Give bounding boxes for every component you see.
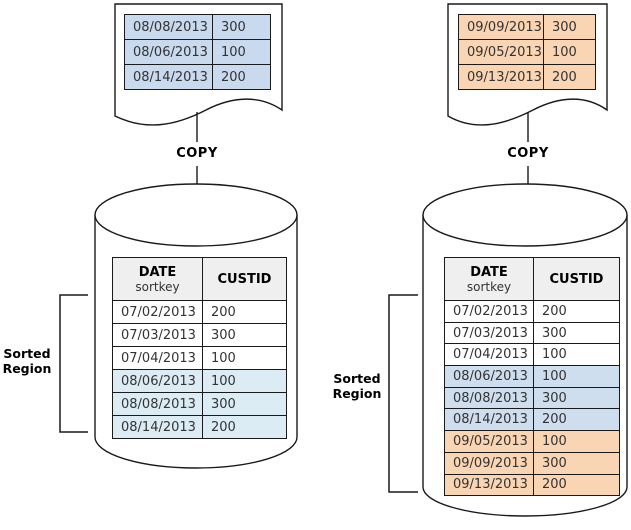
date-cell: 07/04/2013	[444, 343, 534, 367]
date-cell: 07/04/2013	[112, 346, 203, 370]
custid-cell: 200	[543, 64, 596, 90]
sorted-region-label-right: Sorted Region	[330, 371, 384, 401]
table-row: 09/05/2013 100	[458, 39, 596, 65]
table-row: 08/14/2013 200	[444, 408, 620, 432]
custid-cell: 300	[533, 386, 620, 410]
date-cell: 09/13/2013	[444, 473, 534, 497]
copy-label-right: COPY	[507, 146, 549, 161]
custid-cell: 200	[533, 408, 620, 432]
custid-cell: 300	[533, 451, 620, 475]
source-file-table-right: 09/09/2013 300 09/05/2013 100 09/13/2013…	[458, 14, 596, 90]
table-row: 09/05/2013 100	[444, 430, 620, 453]
table-row: 09/13/2013 200	[458, 64, 596, 90]
sorted-region-label-line2: Region	[2, 361, 52, 376]
custid-cell: 100	[533, 343, 620, 367]
custid-cell: 200	[533, 473, 620, 497]
date-cell: 07/02/2013	[444, 300, 534, 323]
sorted-region-label-line2: Region	[332, 386, 382, 401]
date-cell: 08/06/2013	[124, 39, 213, 65]
database-table-left: DATE sortkey CUSTID 07/02/2013 200 07/03…	[112, 257, 287, 439]
date-header-label: DATE	[470, 264, 508, 280]
date-sortkey-header: DATE sortkey	[112, 257, 203, 301]
table-header-row: DATE sortkey CUSTID	[444, 257, 620, 301]
table-row: 08/06/2013 100	[444, 365, 620, 388]
date-cell: 09/05/2013	[458, 39, 544, 65]
table-row: 07/03/2013 300	[444, 321, 620, 345]
custid-cell: 300	[543, 14, 596, 40]
custid-cell: 100	[543, 39, 596, 65]
table-row: 07/02/2013 200	[444, 300, 620, 323]
table-row: 08/14/2013 200	[124, 64, 271, 90]
date-cell: 07/02/2013	[112, 300, 203, 324]
table-row: 08/08/2013 300	[124, 14, 271, 40]
table-row: 08/06/2013 100	[124, 39, 271, 65]
date-cell: 09/13/2013	[458, 64, 544, 90]
sortkey-header-label: sortkey	[135, 279, 180, 294]
custid-cell: 200	[212, 64, 271, 90]
table-row: 07/04/2013 100	[444, 343, 620, 367]
date-sortkey-header: DATE sortkey	[444, 257, 534, 301]
date-cell: 08/08/2013	[124, 14, 213, 40]
database-cylinder-left-top	[94, 183, 298, 247]
date-cell: 09/05/2013	[444, 430, 534, 453]
date-cell: 07/03/2013	[112, 323, 203, 347]
database-cylinder-right-top	[422, 183, 628, 247]
sorted-region-bracket-right	[388, 294, 418, 493]
table-row: 09/13/2013 200	[444, 473, 620, 497]
date-cell: 08/14/2013	[112, 415, 203, 439]
table-row: 07/02/2013 200	[112, 300, 287, 324]
custid-cell: 100	[533, 430, 620, 453]
copy-label-left: COPY	[176, 146, 218, 161]
custid-cell: 200	[202, 415, 287, 439]
custid-cell: 100	[202, 369, 287, 393]
date-cell: 08/14/2013	[124, 64, 213, 90]
table-row: 08/06/2013 100	[112, 369, 287, 393]
date-cell: 08/08/2013	[444, 386, 534, 410]
custid-header: CUSTID	[202, 257, 287, 301]
custid-cell: 300	[212, 14, 271, 40]
sorted-region-label-line1: Sorted	[3, 346, 51, 361]
sortkey-header-label: sortkey	[466, 279, 512, 294]
custid-cell: 100	[202, 346, 287, 370]
table-row: 09/09/2013 300	[444, 451, 620, 475]
table-row: 08/08/2013 300	[444, 386, 620, 410]
table-row: 07/04/2013 100	[112, 346, 287, 370]
custid-cell: 100	[533, 365, 620, 388]
table-row: 09/09/2013 300	[458, 14, 596, 40]
table-row: 07/03/2013 300	[112, 323, 287, 347]
sorted-region-label-left: Sorted Region	[0, 346, 54, 376]
custid-cell: 200	[533, 300, 620, 323]
source-file-table-left: 08/08/2013 300 08/06/2013 100 08/14/2013…	[124, 14, 271, 90]
date-cell: 07/03/2013	[444, 321, 534, 345]
date-cell: 09/09/2013	[458, 14, 544, 40]
date-cell: 08/06/2013	[444, 365, 534, 388]
sorted-region-label-line1: Sorted	[333, 371, 381, 386]
date-cell: 09/09/2013	[444, 451, 534, 475]
date-cell: 08/14/2013	[444, 408, 534, 432]
custid-cell: 200	[202, 300, 287, 324]
date-cell: 08/06/2013	[112, 369, 203, 393]
custid-header: CUSTID	[533, 257, 620, 301]
custid-cell: 300	[533, 321, 620, 345]
date-header-label: DATE	[138, 264, 177, 280]
custid-cell: 300	[202, 323, 287, 347]
table-header-row: DATE sortkey CUSTID	[112, 257, 287, 301]
database-table-right: DATE sortkey CUSTID 07/02/2013 200 07/03…	[444, 257, 620, 497]
sorted-region-bracket-left	[59, 294, 88, 433]
date-cell: 08/08/2013	[112, 392, 203, 416]
custid-cell: 300	[202, 392, 287, 416]
table-row: 08/14/2013 200	[112, 415, 287, 439]
custid-cell: 100	[212, 39, 271, 65]
table-row: 08/08/2013 300	[112, 392, 287, 416]
